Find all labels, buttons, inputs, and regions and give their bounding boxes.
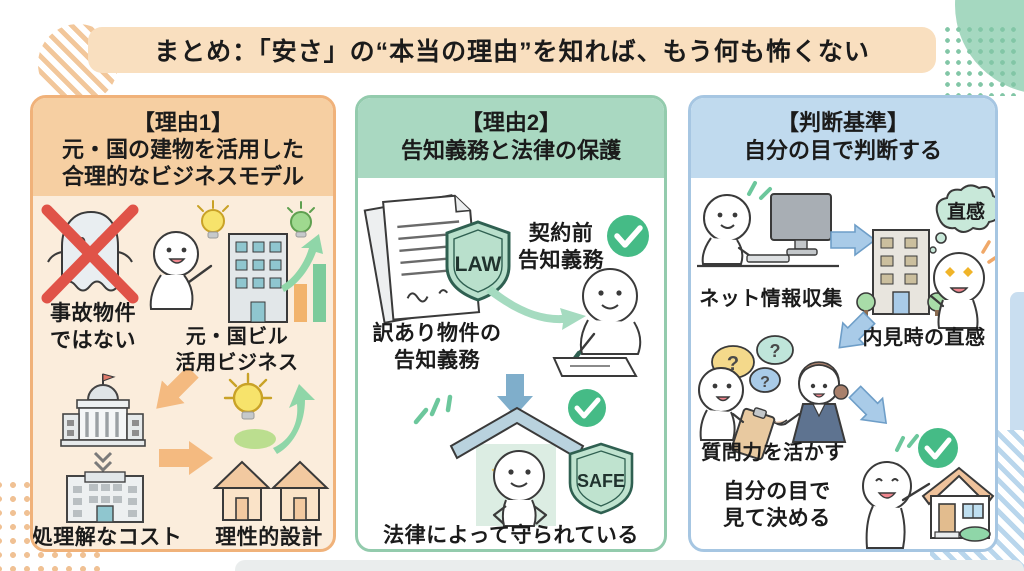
person-signing-icon [552,268,642,377]
right-arrow-icon [830,223,877,257]
growth-chart-icon [281,234,326,322]
panel-reason1-header-line3: 合理的なビジネスモデル [61,164,304,189]
person-under-roof-icon [491,450,548,527]
person-pointing-icon [149,231,213,310]
panel-criteria-header: 【判断基準】 自分の目で判断する [691,98,995,178]
panel-reason2-header-line1: 【理由2】 [460,110,562,135]
panel-reason2-header-line2: 告知義務と法律の保護 [400,138,621,163]
down-arrow-icon [497,374,533,416]
yellow-lightbulb-icon [197,200,229,239]
idea-lightbulb-icon [223,372,273,420]
down-right-arrow-icon [848,385,888,425]
person-computer-icon [697,181,839,268]
svg-text:LAW: LAW [455,253,502,276]
label-protected-by-law: 法律によって守られている [383,524,639,547]
panel-criteria-header-line2: 自分の目で判断する [743,138,942,163]
svg-text:直感: 直感 [947,200,985,223]
excited-person-icon [929,240,995,329]
label-disclosure: 訳あり物件の 告知義務 [372,322,502,373]
panel-criteria-illustration: 直感 ? [697,181,995,549]
blue-band-decoration [1010,292,1024,450]
panel-reason1-header-line1: 【理由1】 [132,110,234,135]
panel-reason1-illustration [41,200,330,523]
house-icon [921,466,995,542]
agent-person-icon [772,361,849,443]
person-clipboard-icon [698,367,776,461]
panel-reason1: 【理由1】 元・国の建物を活用した 合理的なビジネスモデル [30,95,336,552]
growth-arrow-icon [273,384,315,454]
government-building-icon [60,373,146,447]
panel-criteria-header-line1: 【判断基準】 [776,110,909,135]
check-circle-icon [607,215,649,257]
panel-reason2-header: 【理由2】 告知義務と法律の保護 [358,98,664,178]
green-lightbulb-icon [287,201,315,238]
person-house-icon [862,434,995,549]
building-after-icon [66,471,144,523]
label-decide-yourself: 自分の目で 見て決める [723,480,831,531]
law-shield-icon: LAW [445,220,511,302]
panel-criteria: 【判断基準】 自分の目で判断する [688,95,998,552]
green-cloud-icon [234,429,276,449]
question-bubbles-icon: ? ? ? [711,335,794,393]
check-circle-icon [568,389,606,427]
label-pre-contract: 契約前 告知義務 [518,222,604,273]
label-viewing-intuition: 内見時の直感 [862,327,986,349]
curved-arrow-icon [486,286,586,330]
label-cost: 処理解なコスト [31,526,183,549]
label-rational-design: 理性的設計 [215,526,323,549]
title-banner: まとめ：「安さ」の“本当の理由”を知れば、もう何も怖くない [88,27,936,73]
documents-icon [363,194,481,324]
houses-icon [212,460,330,521]
down-left-arrow-icon [838,311,876,349]
label-question-power: 質問力を活かす [701,442,845,464]
safe-shield-icon: SAFE [568,442,634,515]
page-title: まとめ：「安さ」の“本当の理由”を知れば、もう何も怖くない [154,38,870,66]
panel-reason1-header: 【理由1】 元・国の建物を活用した 合理的なビジネスモデル [33,98,333,196]
thought-bubble-icon: 直感 [929,184,995,254]
down-left-arrow-icon [156,366,199,409]
label-not-accident: 事故物件 ではない [50,302,136,353]
svg-text:?: ? [770,341,781,361]
green-dots-decoration [942,24,1022,96]
panel-reason2-illustration: LAW [363,194,649,527]
right-arrow-icon [159,441,213,475]
sparkle-icon [413,394,453,425]
gray-bottom-decoration [235,560,1024,571]
label-gov-building-business: 元・国ビル 活用ビジネス [175,326,299,374]
panel-reason2: 【理由2】 告知義務と法律の保護 [355,95,667,552]
panel-reason1-header-line2: 元・国の建物を活用した [61,137,304,162]
check-circle-icon [918,428,958,468]
label-net-research: ネット情報収集 [699,288,843,310]
transform-arrow-icon [93,451,113,473]
red-x-icon [41,204,139,304]
office-building-icon [228,233,288,323]
svg-text:?: ? [760,374,770,391]
svg-text:SAFE: SAFE [577,471,625,491]
